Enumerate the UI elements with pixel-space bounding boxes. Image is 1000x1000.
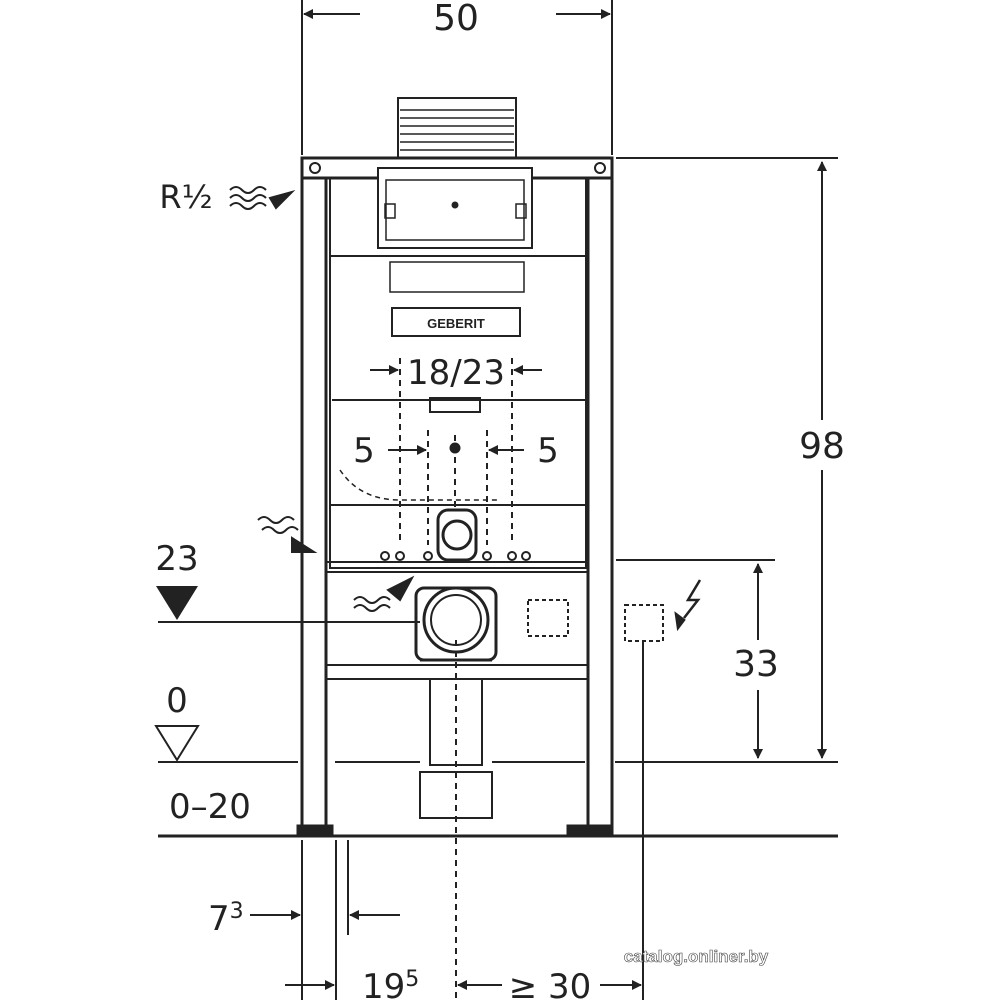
left-post bbox=[300, 156, 328, 832]
mid-rail bbox=[325, 561, 589, 573]
floor-range-label: 0–20 bbox=[169, 787, 251, 827]
flush-actuator bbox=[397, 97, 517, 159]
water-supply-label: R½ bbox=[159, 178, 212, 216]
frame-depth-label: 73 bbox=[208, 899, 244, 939]
wall-depth-label: 195 bbox=[362, 967, 419, 1000]
reference-lines bbox=[158, 0, 838, 1000]
floor-zero-label: 0 bbox=[166, 681, 188, 721]
right-post bbox=[586, 156, 614, 832]
brand-plate bbox=[391, 307, 521, 337]
flush-spacing-label: 18/23 bbox=[407, 353, 505, 393]
socket-height-label: 33 bbox=[733, 644, 779, 685]
power-box-inner bbox=[527, 599, 569, 637]
level-0-marker bbox=[154, 725, 200, 762]
floor-height-label: 23 bbox=[155, 539, 198, 579]
offset-right-label: 5 bbox=[537, 431, 559, 471]
power-box-outer bbox=[624, 604, 664, 642]
min-distance-label: ≥ 30 bbox=[509, 967, 592, 1000]
water-supply-icon bbox=[229, 186, 296, 210]
brand-plate-label: GEBERIT bbox=[427, 316, 485, 331]
width-label: 50 bbox=[433, 0, 479, 39]
watermark: catalog.onliner.by bbox=[624, 947, 769, 966]
electric-icon bbox=[674, 579, 702, 632]
level-23-marker bbox=[156, 586, 198, 620]
height-label: 98 bbox=[799, 426, 845, 467]
offset-left-label: 5 bbox=[353, 431, 375, 471]
drain-flow-icon bbox=[257, 516, 318, 553]
water-inlet-icon bbox=[353, 575, 415, 612]
